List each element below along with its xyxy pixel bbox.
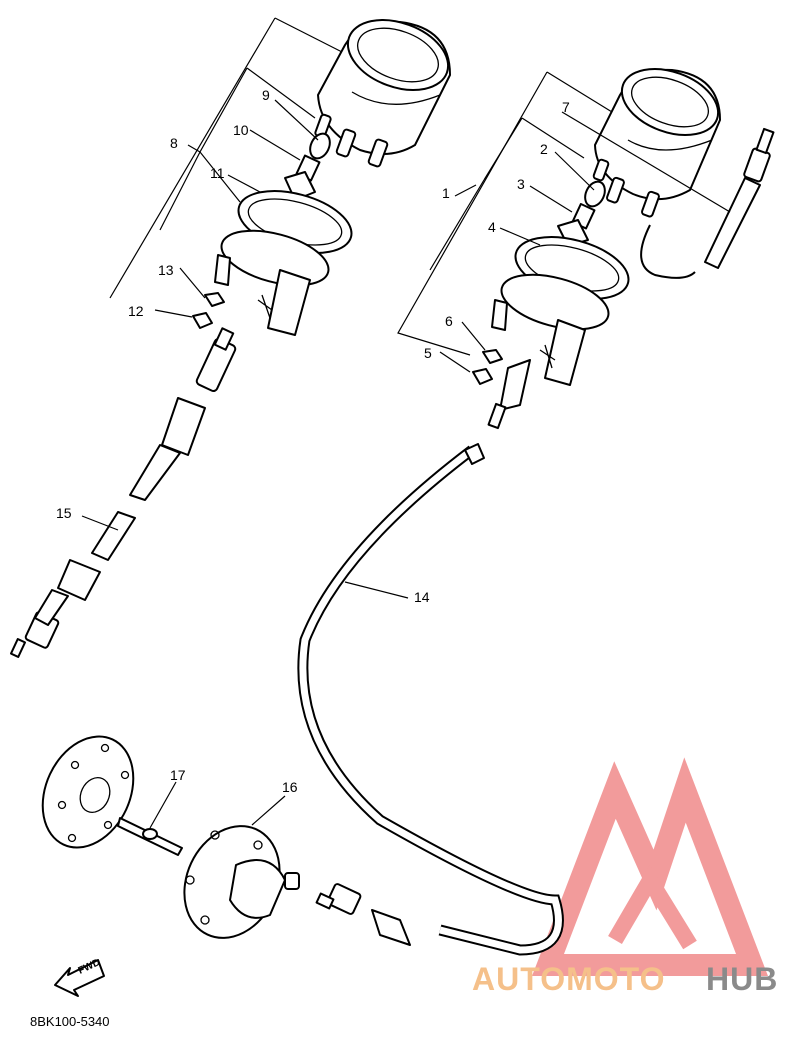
callout-7: 7 xyxy=(562,99,570,115)
right-gauge-assembly xyxy=(397,68,775,430)
right-nut xyxy=(472,368,493,385)
right-gauge-body xyxy=(592,68,721,218)
watermark-logo xyxy=(532,757,768,976)
callout-16: 16 xyxy=(282,779,298,795)
callout-5: 5 xyxy=(424,345,432,361)
drive-pin xyxy=(117,817,183,856)
speedometer-inner-cable xyxy=(9,327,237,658)
speedometer-cable xyxy=(297,443,564,956)
callout-2: 2 xyxy=(540,141,548,157)
svg-text:AUTOMOTO: AUTOMOTO xyxy=(472,961,665,997)
left-gauge-body xyxy=(314,19,451,168)
right-washer xyxy=(482,349,503,364)
watermark-text: AUTOMOTO HUB xyxy=(472,961,778,997)
callout-labels: 9 10 8 11 13 12 7 2 3 1 4 6 5 14 15 16 1… xyxy=(56,87,570,795)
callout-leaders xyxy=(81,99,731,829)
callout-8: 8 xyxy=(170,135,178,151)
callout-14: 14 xyxy=(414,589,430,605)
fwd-arrow: FWD xyxy=(54,957,105,997)
callout-10: 10 xyxy=(233,122,249,138)
callout-15: 15 xyxy=(56,505,72,521)
callout-9: 9 xyxy=(262,87,270,103)
callout-11: 11 xyxy=(210,165,225,181)
left-nut xyxy=(192,312,213,329)
diagram-ref-code: 8BK100-5340 xyxy=(30,1014,110,1029)
callout-3: 3 xyxy=(517,176,525,192)
callout-4: 4 xyxy=(488,219,496,235)
svg-text:HUB: HUB xyxy=(706,961,778,997)
left-gauge-assembly xyxy=(109,17,451,336)
hub-plate xyxy=(41,735,135,849)
left-washer xyxy=(204,292,225,307)
callout-12: 12 xyxy=(128,303,144,319)
callout-17: 17 xyxy=(170,767,186,783)
callout-6: 6 xyxy=(445,313,453,329)
callout-1: 1 xyxy=(442,185,450,201)
meter-gear-unit xyxy=(183,825,300,939)
callout-13: 13 xyxy=(158,262,174,278)
